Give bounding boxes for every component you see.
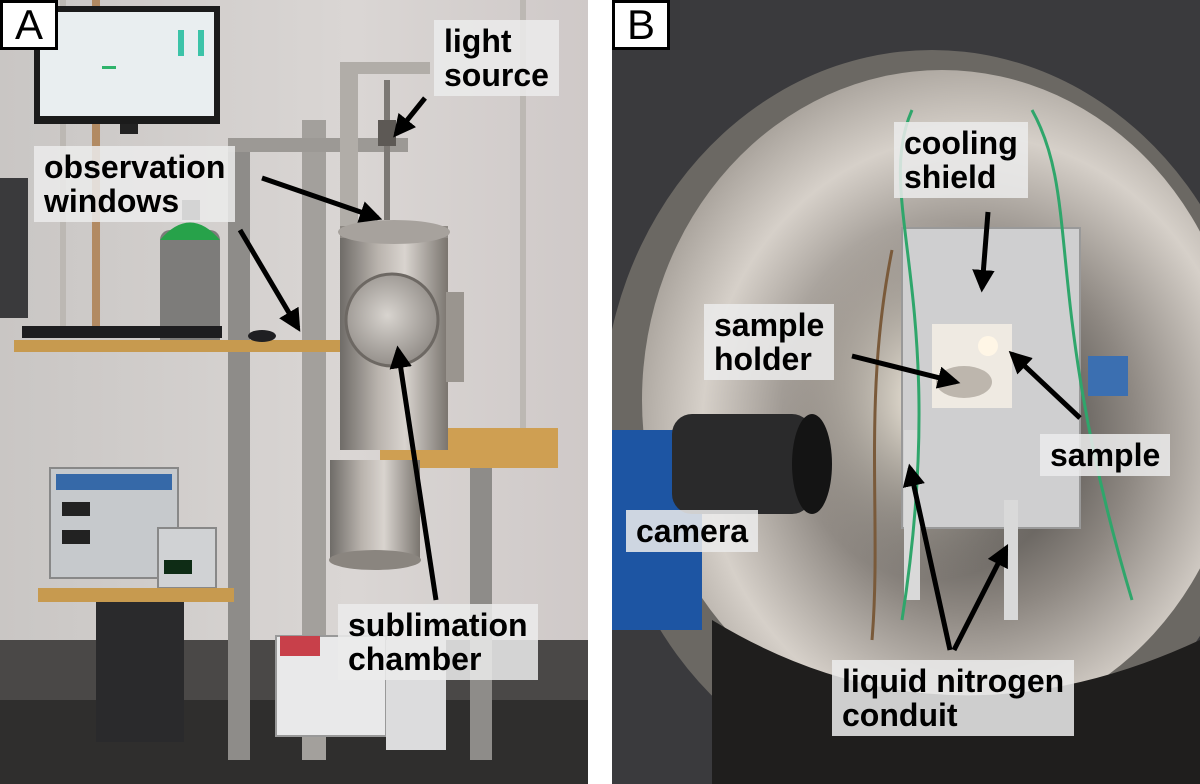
callout-sample-line1: sample [1050,437,1161,473]
callout-light-source-line1: light [444,23,512,59]
callout-cooling-shield-line2: shield [904,159,997,195]
callout-observation-windows-line2: windows [44,183,180,219]
callout-sample-holder-line2: holder [714,341,812,377]
photo-panel-b: B cooling shield sample holder sample ca… [612,0,1200,784]
callout-conduit-line2: conduit [842,697,958,733]
chamber-interior-photo [612,0,1200,784]
callout-light-source-line2: source [444,57,549,93]
photo-panel-a: A light source observation windows subli… [0,0,588,784]
callout-sublimation-chamber-line2: chamber [348,641,482,677]
callout-sublimation-chamber: sublimation chamber [338,604,538,680]
callout-cooling-shield-line1: cooling [904,125,1018,161]
panel-b-label: B [612,0,670,50]
callout-observation-windows: observation windows [34,146,236,222]
callout-cooling-shield: cooling shield [894,122,1028,198]
callout-liquid-nitrogen-conduit: liquid nitrogen conduit [832,660,1075,736]
callout-observation-windows-line1: observation [44,149,226,185]
callout-sample: sample [1040,434,1171,476]
callout-sublimation-chamber-line1: sublimation [348,607,528,643]
callout-light-source: light source [434,20,559,96]
panel-a-label: A [0,0,58,50]
callout-sample-holder: sample holder [704,304,835,380]
callout-camera-line1: camera [636,513,749,549]
callout-camera: camera [626,510,759,552]
callout-sample-holder-line1: sample [714,307,825,343]
callout-conduit-line1: liquid nitrogen [842,663,1065,699]
